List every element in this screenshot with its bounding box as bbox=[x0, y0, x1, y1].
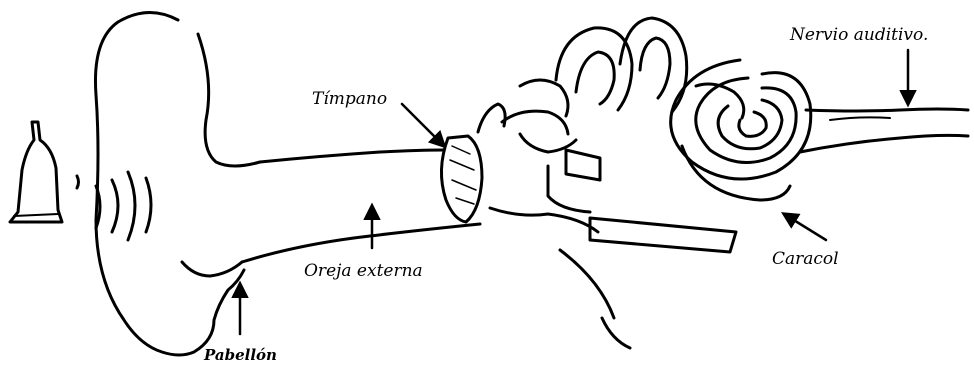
label-nervio-auditivo: Nervio auditivo. bbox=[789, 25, 928, 45]
bell-icon bbox=[10, 122, 62, 222]
timpano-arrow bbox=[402, 104, 444, 146]
sound-waves-icon bbox=[77, 172, 151, 240]
auditory-nerve bbox=[800, 109, 968, 152]
middle-ear bbox=[478, 104, 736, 348]
label-pabellon: Pabellón bbox=[203, 346, 277, 364]
label-oreja-externa: Oreja externa bbox=[304, 261, 423, 281]
label-caracol: Caracol bbox=[772, 249, 839, 269]
caracol-arrow bbox=[784, 214, 826, 240]
eardrum bbox=[441, 136, 482, 222]
ear-canal bbox=[242, 150, 480, 262]
pinna-outline bbox=[95, 12, 260, 355]
cochlea bbox=[671, 60, 811, 200]
label-timpano: Tímpano bbox=[312, 89, 387, 109]
